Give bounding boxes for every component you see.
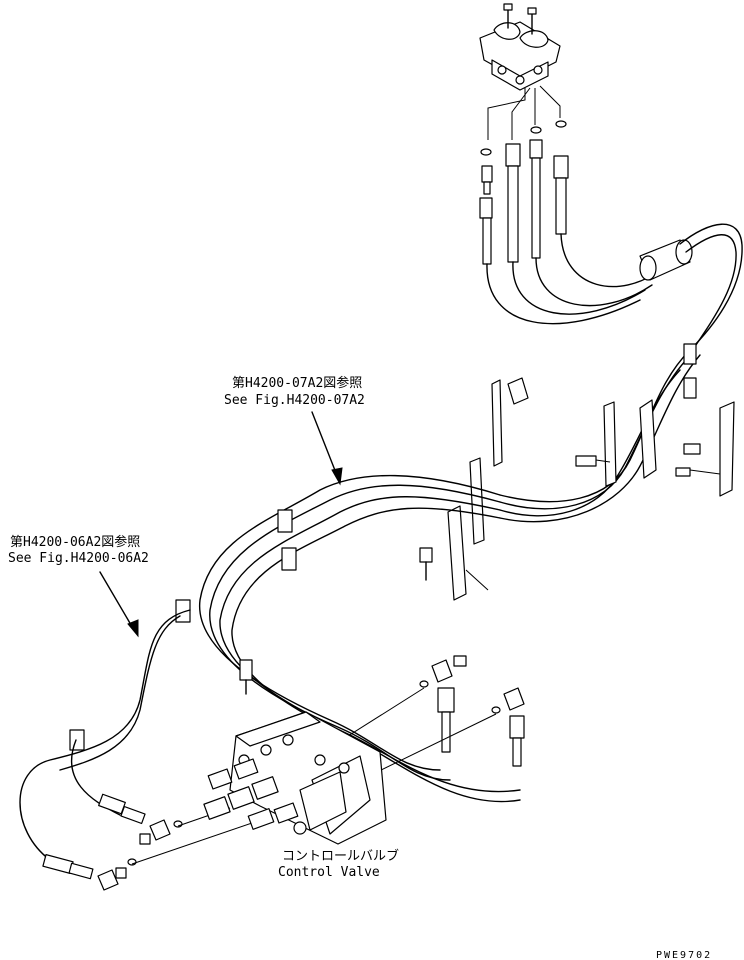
control-valve-label-en: Control Valve bbox=[278, 865, 380, 880]
upper-hose-bundle bbox=[486, 223, 743, 361]
drawing-code: PWE9702 bbox=[656, 950, 712, 960]
right-hose-run bbox=[499, 343, 735, 523]
middle-brackets bbox=[419, 377, 529, 601]
lower-fittings bbox=[97, 655, 525, 891]
main-hose-run bbox=[175, 474, 521, 803]
callout-07a2-jp: 第H4200-07A2図参照 bbox=[232, 375, 362, 391]
left-hose-run bbox=[19, 609, 191, 880]
callout-06a2-en: See Fig.H4200-06A2 bbox=[8, 551, 149, 566]
upper-fittings bbox=[479, 120, 569, 265]
callout-07a2-en: See Fig.H4200-07A2 bbox=[224, 393, 365, 408]
callout-06a2-jp: 第H4200-06A2図参照 bbox=[10, 534, 140, 550]
port-leaders bbox=[487, 85, 561, 140]
ppc-valve-assembly bbox=[479, 3, 561, 91]
control-valve-label-jp: コントロールバルブ bbox=[282, 848, 399, 864]
control-valve bbox=[203, 711, 387, 845]
callout-leaders bbox=[99, 411, 343, 638]
